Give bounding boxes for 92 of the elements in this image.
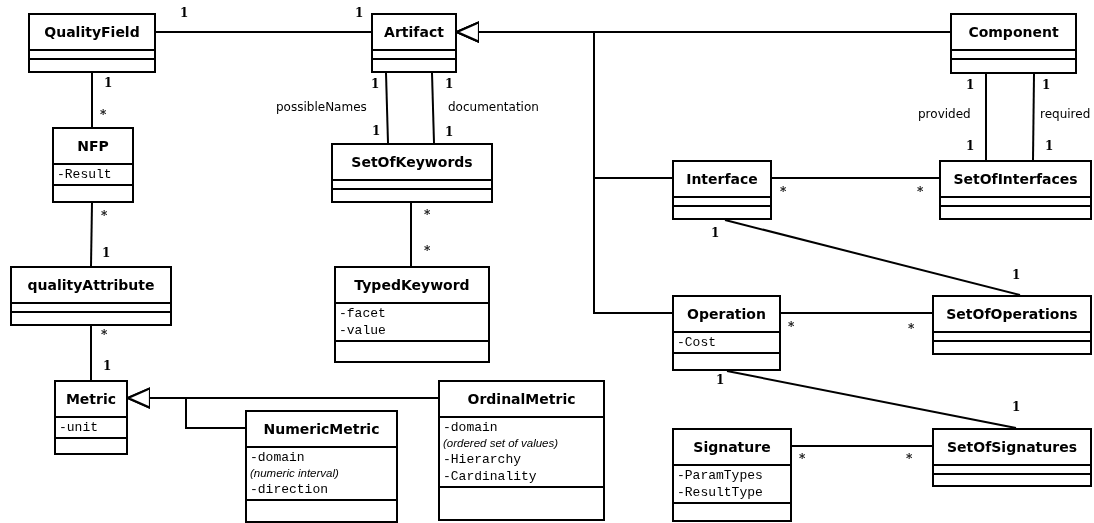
multiplicity-label: 1 bbox=[1045, 139, 1054, 153]
class-box bbox=[932, 428, 1092, 487]
class-box bbox=[371, 13, 457, 73]
role-label: possibleNames bbox=[276, 100, 367, 114]
attribute-text: -Result bbox=[57, 166, 113, 183]
class-name: SetOfSignatures bbox=[947, 439, 1077, 455]
class-box bbox=[672, 428, 792, 522]
multiplicity-label: * bbox=[101, 209, 108, 223]
association-line bbox=[771, 177, 940, 179]
attribute-text: -domain bbox=[443, 419, 499, 436]
multiplicity-label: 1 bbox=[103, 359, 112, 373]
class-name: NumericMetric bbox=[263, 421, 380, 437]
multiplicity-label: * bbox=[917, 185, 924, 199]
class-name: Metric bbox=[65, 391, 117, 407]
class-box bbox=[950, 13, 1077, 74]
multiplicity-label: * bbox=[908, 322, 915, 336]
class-name: SetOfKeywords bbox=[351, 154, 473, 170]
attribute-text: -facet bbox=[339, 305, 387, 322]
association-line bbox=[155, 31, 372, 33]
multiplicity-label: 1 bbox=[180, 6, 189, 20]
multiplicity-label: 1 bbox=[102, 246, 111, 260]
class-box bbox=[28, 13, 156, 73]
class-box bbox=[334, 266, 490, 363]
multiplicity-label: 1 bbox=[104, 76, 113, 90]
class-name: qualityAttribute bbox=[27, 277, 155, 293]
role-label: provided bbox=[918, 107, 971, 121]
multiplicity-label: * bbox=[424, 244, 431, 258]
association-line bbox=[385, 72, 389, 144]
class-name: Interface bbox=[686, 171, 758, 187]
attribute-text: -Hierarchy bbox=[443, 451, 522, 468]
multiplicity-label: * bbox=[100, 108, 107, 122]
multiplicity-label: 1 bbox=[372, 124, 381, 138]
association-line bbox=[1032, 73, 1035, 161]
class-box bbox=[438, 380, 605, 521]
multiplicity-label: 1 bbox=[355, 6, 364, 20]
class-box bbox=[52, 127, 134, 203]
multiplicity-label: 1 bbox=[371, 77, 380, 91]
association-line bbox=[985, 73, 987, 161]
multiplicity-label: 1 bbox=[445, 77, 454, 91]
association-line bbox=[90, 202, 93, 267]
association-line bbox=[90, 325, 92, 381]
multiplicity-label: 1 bbox=[1042, 78, 1051, 92]
class-name: QualityField bbox=[44, 24, 140, 40]
class-name: OrdinalMetric bbox=[467, 391, 576, 407]
class-box bbox=[10, 266, 172, 326]
class-box bbox=[932, 295, 1092, 355]
multiplicity-label: * bbox=[799, 452, 806, 466]
class-name: TypedKeyword bbox=[354, 277, 470, 293]
attribute-text: -Cost bbox=[677, 334, 717, 351]
multiplicity-label: * bbox=[424, 208, 431, 222]
role-label: documentation bbox=[448, 100, 539, 114]
class-name: SetOfOperations bbox=[946, 306, 1078, 322]
class-box bbox=[672, 295, 781, 371]
class-box bbox=[331, 143, 493, 203]
association-line bbox=[410, 202, 412, 267]
class-box bbox=[939, 160, 1092, 220]
multiplicity-label: 1 bbox=[966, 139, 975, 153]
class-box bbox=[54, 380, 128, 455]
class-name: Signature bbox=[693, 439, 771, 455]
association-line bbox=[726, 370, 1017, 429]
association-line bbox=[91, 72, 93, 128]
attribute-text: -value bbox=[339, 322, 387, 339]
multiplicity-label: * bbox=[780, 185, 787, 199]
association-line bbox=[724, 219, 1021, 296]
attribute-text: -unit bbox=[59, 419, 99, 436]
association-line bbox=[791, 445, 933, 447]
multiplicity-label: 1 bbox=[966, 78, 975, 92]
class-name: SetOfInterfaces bbox=[953, 171, 1078, 187]
multiplicity-label: * bbox=[788, 320, 795, 334]
attribute-text: -ParamTypes bbox=[677, 467, 764, 484]
attribute-text: -Cardinality bbox=[443, 468, 538, 485]
association-line bbox=[780, 312, 933, 314]
attribute-note: (numeric interval) bbox=[250, 466, 340, 481]
multiplicity-label: 1 bbox=[445, 125, 454, 139]
class-name: Operation bbox=[687, 306, 766, 322]
attribute-text: -domain bbox=[250, 449, 306, 466]
multiplicity-label: * bbox=[906, 452, 913, 466]
multiplicity-label: 1 bbox=[1012, 268, 1021, 282]
class-box bbox=[672, 160, 772, 220]
multiplicity-label: 1 bbox=[711, 226, 720, 240]
class-box bbox=[245, 410, 398, 523]
multiplicity-label: 1 bbox=[716, 373, 725, 387]
multiplicity-label: 1 bbox=[1012, 400, 1021, 414]
class-name: Artifact bbox=[384, 24, 444, 40]
attribute-text: -direction bbox=[250, 481, 329, 498]
attribute-note: (ordered set of values) bbox=[443, 436, 560, 451]
class-name: Component bbox=[968, 24, 1059, 40]
association-line bbox=[431, 72, 435, 144]
class-name: NFP bbox=[77, 138, 109, 154]
attribute-text: -ResultType bbox=[677, 484, 764, 501]
role-label: required bbox=[1040, 107, 1091, 121]
multiplicity-label: * bbox=[101, 328, 108, 342]
